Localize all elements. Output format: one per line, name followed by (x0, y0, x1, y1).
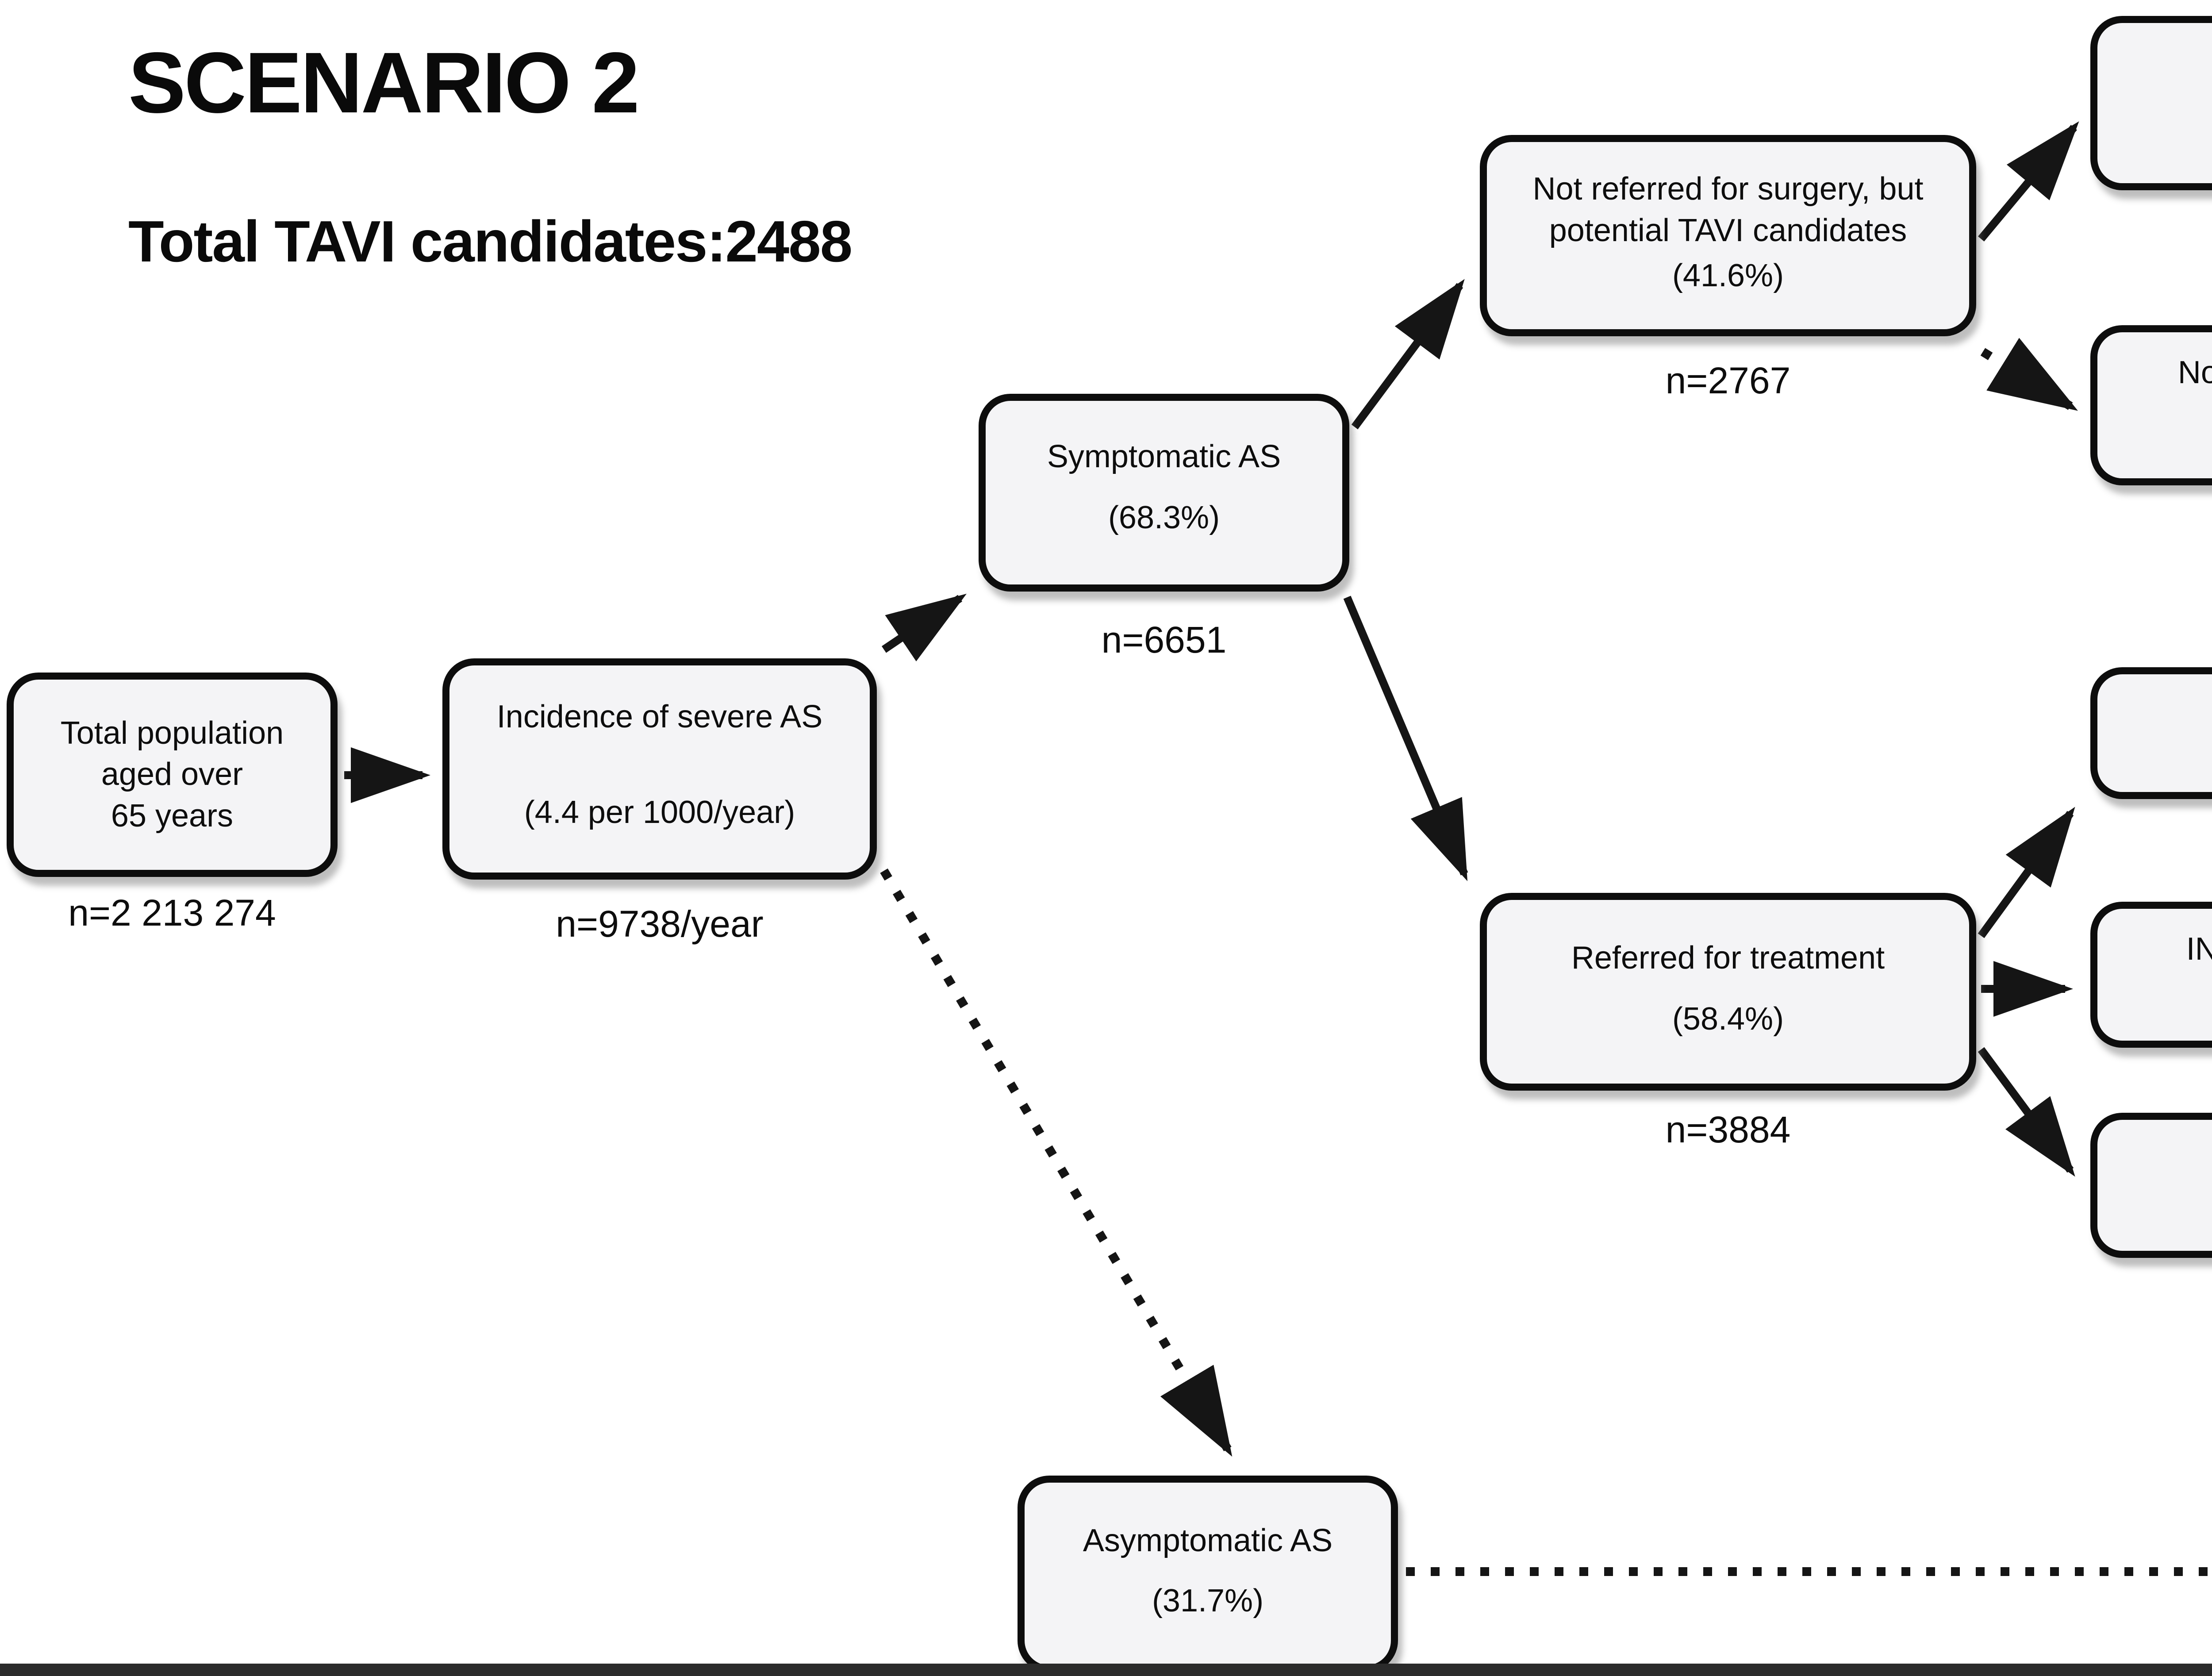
node-label: Total population aged over 65 years (60, 715, 284, 834)
arrow-referred-to-lowrisk (1978, 1047, 2075, 1177)
n-count-label: n=540 (2090, 1058, 2212, 1101)
total-tavi-candidates-label: Total TAVI candidates:2488 (128, 209, 853, 274)
node-percent: (58.4%) (1672, 1001, 1784, 1037)
node-intermediate-risk: INTERMEDIATE RISK (13.9%) (2090, 902, 2212, 1048)
node-percent: (31.7%) (1152, 1583, 1264, 1618)
arrow-notreferred-to-nottreated-dotted (1980, 338, 2078, 411)
n-count-label: n=1060 (2090, 496, 2212, 539)
node-label: Asymptomatic AS (1083, 1523, 1333, 1558)
node-high-risk: High risk (6.2%) (2090, 667, 2212, 799)
node-referred-for-treatment: Referred for treatment (58.4%) (1480, 893, 1976, 1091)
n-count-label: n=2 213 274 (68, 892, 276, 934)
n-count-label: n=9738/year (556, 903, 764, 945)
node-label: Not referred for surgery, but potential … (1532, 171, 1924, 248)
node-percent: (68.3%) (1108, 500, 1220, 535)
arrow-incidence-to-asymptomatic-dotted (880, 868, 1233, 1457)
node-low-risk: Low risk (13.9%) (2090, 1113, 2212, 1258)
node-label: Referred for treatment (1571, 940, 1885, 976)
arrow-notreferred-to-treated (1978, 121, 2079, 242)
n-count-label: n=1707 (2090, 207, 2212, 250)
page-title: SCENARIO 2 (128, 35, 640, 131)
n-count-label: n=6651 (1101, 619, 1227, 661)
arrow-symptomatic-to-notreferred (1351, 279, 1465, 430)
n-count-label: n=3884 (1665, 1109, 1791, 1150)
node-total-population: Total population aged over 65 years (7, 673, 338, 877)
node-symptomatic-as: Symptomatic AS (68.3%) (979, 394, 1349, 592)
arrow-symptomatic-to-referred (1343, 596, 1468, 881)
node-percent: (41.6%) (1672, 258, 1784, 293)
node-label: INTERMEDIATE RISK (2186, 931, 2212, 967)
node-treated-with-tavi: Treated with TAVI (61.7%) (2090, 16, 2212, 190)
bottom-border-line (0, 1664, 2212, 1676)
node-asymptomatic-as: Asymptomatic AS (31.7%) (1018, 1476, 1398, 1672)
n-count-label: n=241 (2090, 813, 2212, 856)
node-not-referred-for-surgery: Not referred for surgery, but potential … (1480, 135, 1976, 336)
node-label: Symptomatic AS (1047, 439, 1281, 474)
arrow-referred-to-highrisk (1978, 807, 2075, 938)
node-label: Incidence of severe AS (496, 699, 823, 734)
node-percent: (4.4 per 1000/year) (524, 795, 795, 830)
n-count-label: n=2767 (1665, 360, 1791, 401)
arrow-incidence-to-symptomatic (881, 593, 967, 661)
n-count-label: n=3103 (2090, 1340, 2212, 1383)
node-incidence-severe-as: Incidence of severe AS (4.4 per 1000/yea… (442, 658, 877, 880)
node-label: Not treated with TAVI or other intervent… (2177, 355, 2212, 390)
node-not-treated-with-tavi: Not treated with TAVI or other intervent… (2090, 325, 2212, 485)
